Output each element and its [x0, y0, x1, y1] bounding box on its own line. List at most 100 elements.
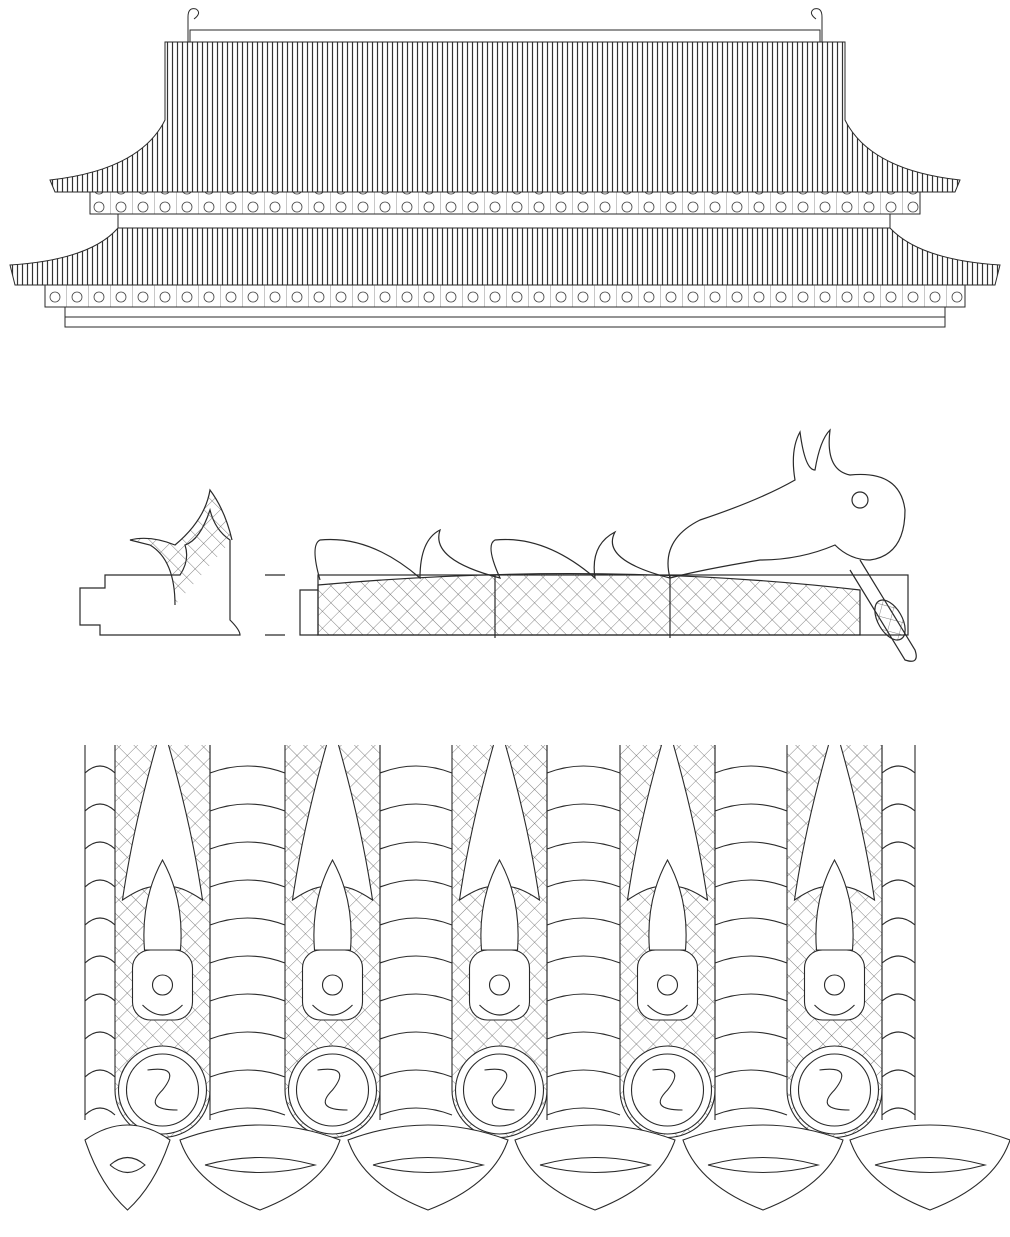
drip-tile [514, 1124, 676, 1211]
dragon-tongue-disc [849, 559, 917, 662]
upper-bracket-band [89, 191, 921, 215]
pan-tile-arc [84, 803, 116, 812]
pan-tile-arc [379, 803, 453, 812]
pan-tile-arc [714, 1031, 788, 1040]
pan-tile-arc [881, 993, 916, 1002]
tile-end-inner-ring [630, 1053, 705, 1127]
pan-tile-arc [84, 1069, 116, 1078]
pan-tile-arc [546, 993, 621, 1002]
pan-tile-arc [84, 955, 116, 964]
drip-tile [347, 1124, 509, 1211]
pan-tile-arc [881, 1069, 916, 1078]
pan-tile-arc [714, 955, 788, 964]
pan-tile-arc [379, 879, 453, 888]
beast-head-icon [468, 949, 531, 1021]
drip-tile-motif [707, 1157, 821, 1173]
pan-tile-arc [881, 765, 916, 774]
pan-tile-arc [209, 1069, 286, 1078]
pan-tile-arc [714, 841, 788, 850]
ridge-ornament-right [810, 8, 823, 42]
dragon-motif-icon [484, 1068, 515, 1111]
pan-tile-arc [881, 841, 916, 850]
pan-tile-arc [714, 879, 788, 888]
pan-tile-arc [546, 917, 621, 926]
beast-head-icon [131, 949, 194, 1021]
dragon-fins [314, 528, 671, 581]
dragon-motif-icon [317, 1068, 348, 1111]
beast-nose [151, 974, 174, 996]
beast-mouth [479, 1004, 520, 1016]
pan-tile-arc [209, 917, 286, 926]
pan-tile-arc [546, 765, 621, 774]
drip-tile [84, 1124, 171, 1211]
pan-tile-arc [881, 803, 916, 812]
small-dragon-tail [129, 488, 233, 606]
drip-tile-motif [372, 1157, 486, 1173]
end-cap-left [299, 589, 318, 636]
beast-mouth [647, 1004, 688, 1016]
beast-mouth [312, 1004, 353, 1016]
pan-tile-arc [84, 765, 116, 774]
pan-tile-arc [379, 1069, 453, 1078]
beast-nose [488, 974, 511, 996]
pan-tile-arc [209, 841, 286, 850]
pan-tile-arc [881, 955, 916, 964]
pan-tile-arc [379, 955, 453, 964]
pan-tile-arc [546, 1069, 621, 1078]
pan-tile-arc [881, 917, 916, 926]
ridge-ornament-left [187, 8, 200, 42]
drip-tile-motif [109, 1156, 146, 1174]
beast-head-icon [301, 949, 364, 1021]
pan-tile-arc [84, 917, 116, 926]
tile-end-inner-ring [462, 1053, 537, 1127]
pan-tile-arc [84, 1107, 116, 1116]
tile-end-inner-ring [797, 1053, 872, 1127]
dragon-head [667, 428, 906, 579]
pan-tile-arc [546, 955, 621, 964]
drip-tile [849, 1124, 1010, 1211]
pan-tile-arc [209, 955, 286, 964]
pan-tile-arc [881, 879, 916, 888]
pan-tile-arc [714, 803, 788, 812]
pan-tile-arc [546, 1031, 621, 1040]
pan-tile-arc [209, 1031, 286, 1040]
tile-end-inner-ring [295, 1053, 370, 1127]
pan-tile-arc [84, 841, 116, 850]
beast-head-icon [636, 949, 699, 1021]
dragon-scales [317, 573, 861, 636]
pan-tile-arc [714, 993, 788, 1002]
pan-tile-arc [546, 803, 621, 812]
drip-tile-motif [874, 1157, 988, 1173]
pan-tile-arc [714, 1107, 788, 1116]
main-ridge [189, 29, 821, 43]
dragon-motif-icon [819, 1068, 850, 1111]
beast-head-icon [803, 949, 866, 1021]
pan-tile-arc [546, 879, 621, 888]
eave-tile-pattern [84, 744, 1010, 1211]
pan-tile-arc [84, 1031, 116, 1040]
dragon-ridge-ornament [79, 428, 917, 662]
pan-tile-arc [209, 879, 286, 888]
drip-tile [179, 1124, 341, 1211]
upper-roof [49, 41, 961, 193]
pan-tile-arc [379, 765, 453, 774]
pan-tile-arc [209, 803, 286, 812]
beast-nose [321, 974, 344, 996]
drip-tile [682, 1124, 844, 1211]
drip-tile-motif [539, 1157, 653, 1173]
upper-wall [117, 213, 891, 229]
lower-bracket-band [44, 284, 966, 308]
beast-mouth [814, 1004, 855, 1016]
beast-mouth [142, 1004, 183, 1016]
pan-tile-arc [379, 1031, 453, 1040]
beast-nose [823, 974, 846, 996]
dragon-motif-icon [652, 1068, 683, 1111]
pan-tile-arc [209, 765, 286, 774]
palace-elevation [9, 8, 1001, 328]
pan-tile-arc [379, 1107, 453, 1116]
pan-tile-arc [881, 1031, 916, 1040]
beast-nose [656, 974, 679, 996]
pan-tile-arc [379, 917, 453, 926]
lower-roof [9, 227, 1001, 286]
pan-tile-arc [546, 1107, 621, 1116]
